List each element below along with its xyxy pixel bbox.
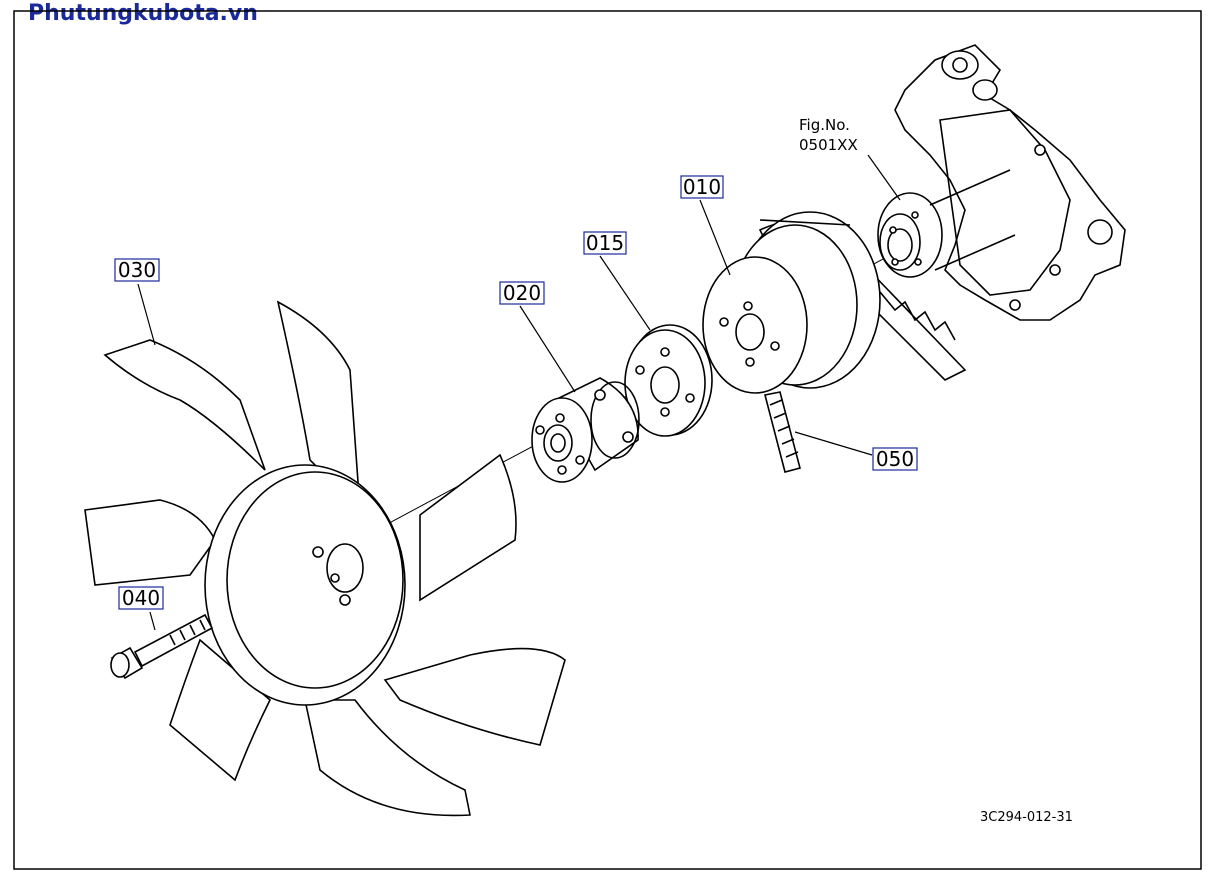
fan-drawing xyxy=(84,300,566,817)
pulley-drawing xyxy=(702,211,881,394)
part-number: 010 xyxy=(683,175,721,199)
drawing-code: 3C294-012-31 xyxy=(980,810,1073,825)
watermark-logo: Phutungkubota.vn xyxy=(28,1,258,26)
label-030: 030 xyxy=(114,258,160,282)
part-number: 040 xyxy=(122,586,160,610)
figure-ref-line1: Fig.No. xyxy=(799,116,850,134)
bolt-drawing xyxy=(110,613,214,680)
part-number: 015 xyxy=(586,231,624,255)
part-number: 020 xyxy=(503,281,541,305)
figure-ref-line2: 0501XX xyxy=(799,136,858,154)
label-050: 050 xyxy=(872,447,918,471)
label-040: 040 xyxy=(118,586,164,610)
fan-spacer-drawing xyxy=(531,377,640,483)
leader-lines xyxy=(137,154,901,631)
drawing-frame xyxy=(13,10,1202,870)
water-pump-drawing xyxy=(877,44,1126,321)
part-number: 050 xyxy=(876,447,914,471)
spacer-plate-drawing xyxy=(624,324,713,437)
label-010: 010 xyxy=(680,175,724,199)
label-015: 015 xyxy=(583,231,627,255)
part-number: 030 xyxy=(118,258,156,282)
label-020: 020 xyxy=(499,281,545,305)
